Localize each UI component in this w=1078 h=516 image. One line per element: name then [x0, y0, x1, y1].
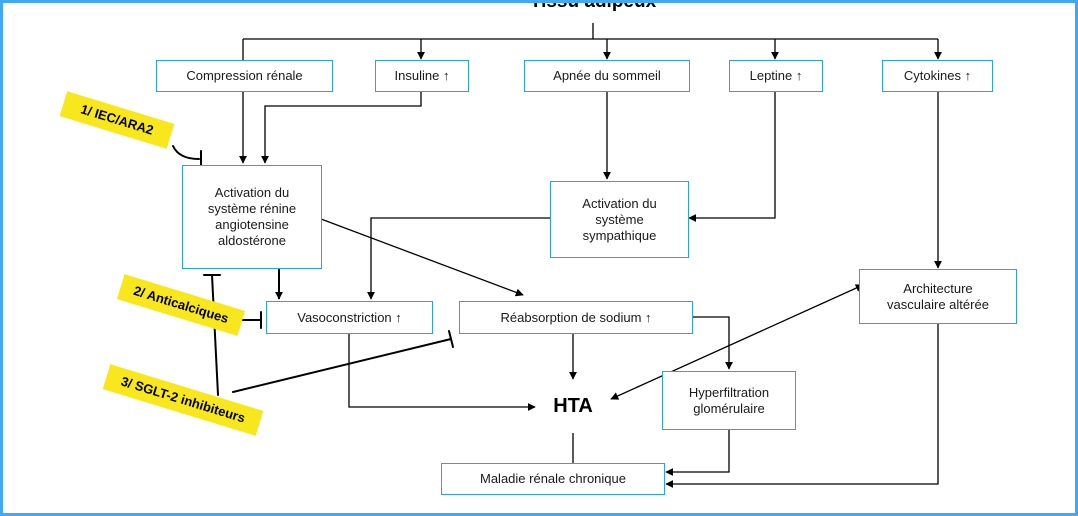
connector-top-bus: [243, 23, 938, 40]
diagram-title: Tissu adipeux: [529, 0, 657, 12]
node-cytokines: Cytokines ↑: [882, 60, 993, 92]
arrow-reabsorption-hyperfiltration: [693, 316, 733, 370]
arrow-architecture-hta: [610, 284, 864, 400]
inhibition-sglt2-reabsorption-bar: [448, 330, 454, 348]
node-hta: HTA: [553, 395, 593, 417]
inhibition-sglt2-reabsorption: [232, 338, 452, 393]
arrow-insuline-sraa: [261, 92, 422, 164]
connector-layer: [172, 23, 942, 488]
node-vasoconstriction: Vasoconstriction ↑: [266, 301, 433, 334]
node-hyperfiltration: Hyperfiltration glomérulaire: [662, 371, 796, 430]
inhibition-iec-sraa: [172, 145, 200, 160]
node-apnee-sommeil: Apnée du sommeil: [524, 60, 690, 92]
node-activation-sraa: Activation du système rénine angiotensin…: [182, 165, 322, 269]
node-activation-sympathique: Activation du système sympathique: [550, 181, 689, 258]
node-architecture-vasculaire: Architecture vasculaire altérée: [859, 269, 1017, 324]
node-compression-renale: Compression rénale: [156, 60, 333, 92]
arrow-vasoconstriction-hta: [348, 333, 536, 411]
node-insuline: Insuline ↑: [375, 60, 469, 92]
arrow-leptine-sympathique: [688, 92, 776, 222]
node-leptine: Leptine ↑: [729, 60, 823, 92]
arrow-hyperfiltration-maladie: [665, 430, 730, 476]
node-maladie-renale: Maladie rénale chronique: [441, 463, 665, 495]
inhibition-sglt2-sraa: [211, 274, 219, 396]
arrow-architecture-maladie: [665, 323, 939, 488]
node-reabsorption-sodium: Réabsorption de sodium ↑: [459, 301, 693, 334]
arrow-sraa-reabsorption: [320, 218, 524, 297]
arrow-sympathique-vasoconstriction: [367, 217, 550, 300]
